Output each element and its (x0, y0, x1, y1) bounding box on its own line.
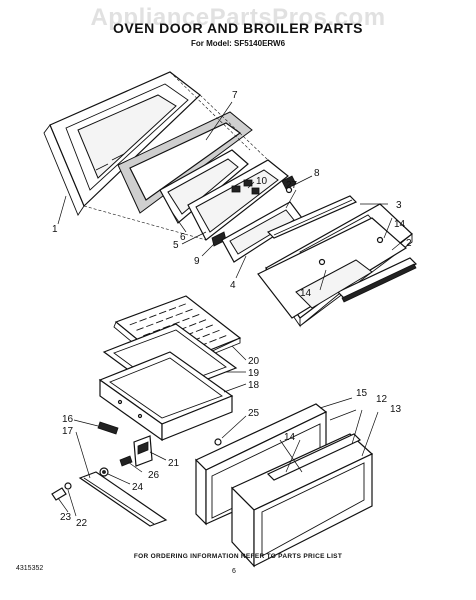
clip-26 (119, 455, 133, 467)
callout-20: 20 (248, 356, 260, 367)
callout-26: 26 (148, 470, 160, 481)
inner-glass-panel (187, 159, 289, 241)
grid-slot (129, 321, 137, 326)
explosion-lines-upper (83, 71, 269, 241)
grid-slot (139, 318, 147, 322)
door-top-trim (266, 195, 358, 239)
callout-6: 6 (180, 232, 186, 243)
screw-23 (51, 487, 67, 501)
document-number: 4315352 (16, 565, 44, 572)
callout-14-upper-door: 14 (300, 288, 312, 299)
grid-slot (219, 335, 227, 339)
callout-23: 23 (60, 512, 72, 523)
glass-clips (231, 179, 260, 195)
grid-slot (172, 321, 180, 326)
grid-slot (198, 319, 207, 323)
grid-slot (143, 332, 151, 337)
grid-slot (146, 323, 154, 328)
callout-9: 9 (194, 256, 200, 267)
callout-2: 2 (406, 238, 412, 249)
callout-24: 24 (132, 482, 144, 493)
door-handle (336, 257, 418, 303)
broiler-handle-clip (97, 421, 119, 435)
leader-lines (57, 101, 405, 517)
callout-19: 19 (248, 368, 260, 379)
callout-7: 7 (232, 90, 238, 101)
grid-slot (185, 308, 193, 313)
grid-slot (192, 314, 200, 318)
model-subtitle: For Model: SF5140ERW6 (190, 39, 286, 48)
callout-3: 3 (396, 200, 402, 211)
page-title: OVEN DOOR AND BROILER PARTS (113, 20, 363, 36)
callout-10: 10 (256, 176, 268, 187)
grid-slot (136, 327, 144, 331)
broiler-bracket (133, 435, 153, 467)
callout-22: 22 (76, 518, 88, 529)
grid-slot (195, 328, 204, 332)
callout-21: 21 (168, 458, 180, 469)
callout-25: 25 (248, 408, 260, 419)
callout-16: 16 (62, 414, 74, 425)
grid-slot (182, 317, 190, 322)
grid-slot (175, 312, 183, 316)
grid-slot (149, 314, 157, 318)
callout-15: 15 (356, 388, 368, 399)
grid-slot (168, 307, 177, 311)
grid-slot (189, 323, 197, 327)
grid-slot (205, 324, 213, 329)
grid-slot (178, 303, 186, 307)
broiler-drawer-rail (78, 471, 168, 527)
callout-14-upper-right: 14 (394, 219, 406, 230)
callout-5: 5 (173, 240, 179, 251)
callout-27: 27 (286, 180, 298, 191)
callout-12: 12 (376, 394, 388, 405)
grid-slot (152, 328, 161, 333)
callout-1: 1 (52, 224, 58, 235)
page-number: 6 (232, 568, 236, 575)
callout-18: 18 (248, 380, 260, 391)
broiler-pan (98, 351, 234, 442)
grid-slot (202, 333, 210, 338)
callout-4: 4 (230, 280, 236, 291)
drawer-trim-strip (266, 433, 362, 481)
grid-slot (212, 329, 220, 334)
grid-slot (162, 325, 171, 329)
callout-14-drawer: 14 (284, 432, 296, 443)
grid-slot (209, 338, 217, 343)
callout-numbers: 1 2 3 4 5 6 7 8 9 10 12 13 14 14 14 15 1… (52, 90, 412, 529)
callout-13: 13 (390, 404, 402, 415)
grid-slot (155, 319, 164, 324)
screw-25 (214, 438, 222, 446)
callout-17: 17 (62, 426, 74, 437)
callout-8: 8 (314, 168, 320, 179)
washer-22 (64, 482, 72, 490)
roller-24 (99, 467, 109, 477)
watermark: AppliancePartsPros.com (90, 4, 386, 31)
grid-slot (158, 310, 167, 315)
outer-door-window (257, 217, 408, 319)
ordering-info-footer: FOR ORDERING INFORMATION REFER TO PARTS … (133, 553, 343, 560)
inner-door-liner (43, 71, 201, 216)
grid-slot (165, 316, 174, 320)
